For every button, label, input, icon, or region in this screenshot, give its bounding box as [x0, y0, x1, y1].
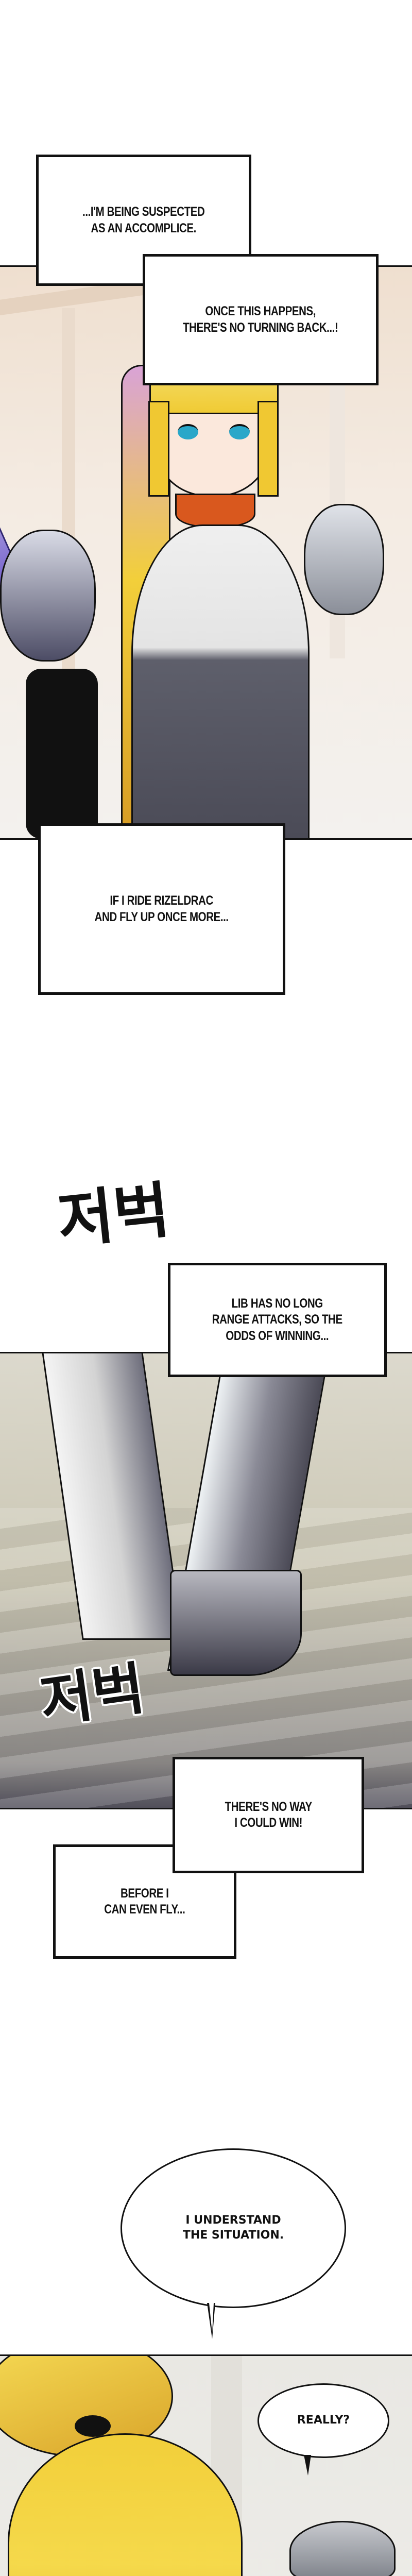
caption-text: LIB HAS NO LONG RANGE ATTACKS, SO THE OD…: [212, 1296, 342, 1343]
panel-armored-legs: [0, 1352, 412, 1809]
hair-side-left: [148, 401, 169, 497]
speech-bubble: REALLY?: [258, 2383, 389, 2458]
breastplate: [131, 524, 310, 838]
sfx-footstep: 저벅: [54, 1174, 173, 1257]
caption-box: LIB HAS NO LONG RANGE ATTACKS, SO THE OD…: [168, 1263, 387, 1377]
bubble-tail-fill: [209, 2303, 214, 2333]
hair-tie: [75, 2415, 111, 2437]
panel-knight-closeup-boy: [0, 2354, 412, 2576]
bubble-tail: [304, 2455, 311, 2476]
hair-side-right: [258, 401, 279, 497]
caption-box: THERE'S NO WAY I COULD WIN!: [173, 1757, 364, 1873]
caption-box: IF I RIDE RIZELDRAC AND FLY UP ONCE MORE…: [38, 823, 285, 995]
armor-collar: [175, 494, 255, 528]
sfx-footstep: 저벅: [36, 1655, 148, 1735]
shoulder-pad-left: [0, 530, 96, 662]
caption-box: ONCE THIS HAPPENS, THERE'S NO TURNING BA…: [143, 254, 379, 385]
boy-hair: [289, 2521, 396, 2576]
caption-text: THERE'S NO WAY I COULD WIN!: [225, 1799, 312, 1830]
speech-bubble: I UNDERSTAND THE SITUATION.: [121, 2148, 346, 2308]
speech-text: I UNDERSTAND THE SITUATION.: [182, 2214, 284, 2242]
eye-left: [178, 424, 198, 439]
caption-text: ...I'M BEING SUSPECTED AS AN ACCOMPLICE.: [82, 205, 205, 235]
caption-text: BEFORE I CAN EVEN FLY...: [104, 1886, 185, 1917]
caption-text: ONCE THIS HAPPENS, THERE'S NO TURNING BA…: [183, 304, 338, 335]
hair-head: [8, 2433, 243, 2576]
speech-text: REALLY?: [297, 2414, 350, 2427]
caption-text: IF I RIDE RIZELDRAC AND FLY UP ONCE MORE…: [94, 893, 229, 924]
shoulder-pad-right: [304, 504, 384, 615]
boot: [170, 1570, 302, 1676]
gauntlet: [26, 669, 98, 838]
eye-right: [229, 424, 250, 439]
